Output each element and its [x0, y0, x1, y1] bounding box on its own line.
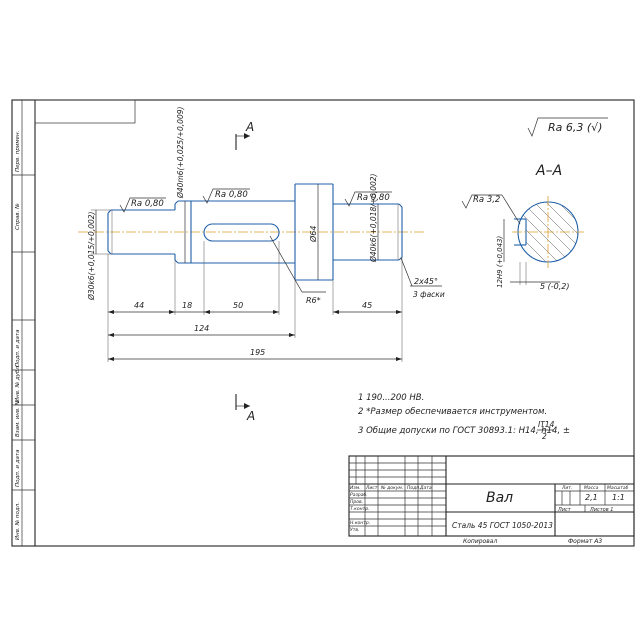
side-strip-3: Подп. и дата [15, 329, 21, 367]
dim-d3-text: Ø64 [308, 226, 318, 243]
dim-50-text: 50 [233, 301, 243, 310]
tb-left-tkontr: Т.контр. [350, 506, 370, 512]
dim-d2-text: Ø40m6(+0,025/+0,009) [176, 107, 185, 199]
roughness-keyway: Ra 3,2 [461, 194, 521, 225]
dim-d1: Ø30k6(+0,015/+0,002) [87, 209, 111, 301]
tb-row-izm: Изм. [350, 485, 361, 491]
section-marker-bottom: A [235, 394, 255, 423]
title-block: Изм. Лист № докум. Подп. Дата Разраб. Пр… [348, 455, 635, 545]
dim-d1-text: Ø30k6(+0,015/+0,002) [87, 211, 96, 301]
side-strip-1: Перв. примен. [15, 130, 21, 172]
dim-keyway-width-text: 5 (-0,2) [540, 282, 569, 291]
chamfer-note: 3 фаски [413, 290, 445, 299]
side-strip-4: Инв. № дубл. [15, 364, 21, 402]
dim-d4-text: Ø40k6(+0,018/+0,002) [369, 173, 378, 263]
roughness-keyway-text: Ra 3,2 [473, 195, 500, 205]
roughness-left-text: Ra 0,80 [131, 199, 164, 209]
dim-d3: Ø64 [308, 184, 319, 280]
tb-sheets: Листов 1 [589, 507, 613, 513]
chamfer-leader: 2x45° 3 фаски [400, 257, 445, 299]
tb-left-razrab: Разраб. [350, 492, 368, 498]
dim-45-text: 45 [362, 301, 372, 310]
technical-notes: 1 190...200 HB. 2 *Размер обеспечивается… [358, 393, 570, 441]
tb-left-nkontr: Н.контр. [350, 520, 370, 526]
side-strip-6: Подп. и дата [15, 449, 21, 487]
tb-left-prov: Пров. [350, 499, 363, 505]
dim-44-text: 44 [134, 301, 144, 310]
section-marker-bottom-letter: A [246, 409, 255, 423]
note-3: 3 Общие допуски по ГОСТ 30893.1: H14, h1… [358, 426, 570, 436]
note-1: 1 190...200 HB. [358, 393, 424, 403]
roughness-left: Ra 0,80 [119, 197, 166, 213]
side-strip-7: Инв. № подл. [15, 502, 21, 540]
dim-d4: Ø40k6(+0,018/+0,002) [369, 173, 379, 263]
section-marker-top: A [235, 120, 254, 150]
note-2: 2 *Размер обеспечивается инструментом. [358, 407, 547, 417]
outer-border [11, 99, 635, 547]
roughness-right-text: Ra 0,80 [357, 193, 390, 203]
side-strip-2: Справ. № [15, 203, 21, 230]
general-roughness: Ra 6,3 (√) [527, 117, 608, 137]
dim-18-text: 18 [182, 301, 192, 310]
note-fraction-den: 2 [542, 432, 547, 441]
dim-44: 44 [108, 301, 175, 314]
section-marker-top-letter: A [245, 120, 254, 134]
dim-195: 195 [108, 348, 402, 361]
tb-row-sign: Подп. [407, 485, 421, 491]
tb-row-doc: № докум. [380, 485, 403, 491]
dim-18: 18 [175, 301, 204, 313]
radius-leader: R6* [269, 235, 326, 305]
tb-row-date: Дата [419, 485, 432, 491]
tb-mass: 2,1 [585, 493, 598, 502]
dim-keyway-width: 5 (-0,2) [510, 262, 569, 291]
note-fraction-num: IT14 [538, 420, 555, 429]
radius-text: R6* [306, 296, 321, 305]
tb-material: Сталь 45 ГОСТ 1050-2013 [452, 521, 553, 530]
dim-keyway-depth-text: 12H9 (+0,043) [496, 236, 504, 288]
shaft-outline [78, 183, 425, 281]
tb-col-lit: Лит. [561, 485, 572, 491]
dim-50: 50 [204, 301, 279, 314]
chamfer-text: 2x45° [414, 277, 438, 286]
dim-45: 45 [333, 301, 402, 314]
keyway-slot [203, 223, 280, 242]
tb-scale: 1:1 [612, 493, 625, 502]
top-tab [34, 99, 136, 124]
dim-d2: Ø40m6(+0,025/+0,009) [176, 107, 186, 263]
tb-format: Формат А3 [568, 538, 602, 545]
section-label: A–A [535, 163, 562, 179]
side-strip-5: Взам. инв. № [15, 399, 21, 437]
tb-col-mass: Масса [584, 485, 599, 491]
dim-195-text: 195 [250, 348, 265, 357]
roughness-middle-text: Ra 0,80 [215, 190, 248, 200]
extension-lines [107, 241, 403, 362]
general-roughness-text: Ra 6,3 (√) [548, 121, 602, 134]
dim-keyway-depth: 12H9 (+0,043) [496, 219, 505, 288]
dim-124: 124 [108, 324, 295, 337]
tb-sheet: Лист [557, 507, 572, 513]
side-strip: Перв. примен. Справ. № Подп. и дата Инв.… [12, 100, 35, 546]
tb-part-name: Вал [486, 490, 513, 506]
dim-124-text: 124 [194, 324, 209, 333]
tb-col-scale: Масштаб [607, 485, 629, 491]
tb-row-list: Лист [365, 485, 378, 491]
roughness-middle: Ra 0,80 [202, 188, 250, 204]
tb-copied: Копировал [463, 538, 497, 545]
tb-left-utv: Утв. [350, 527, 359, 533]
section-view [512, 196, 584, 268]
roughness-right: Ra 0,80 [344, 191, 392, 207]
